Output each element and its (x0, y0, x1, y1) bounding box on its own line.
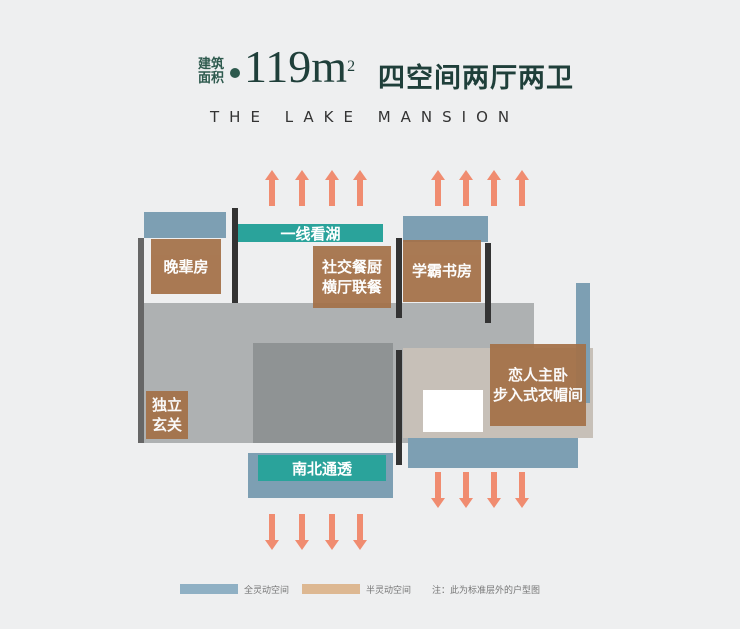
subtitle: THE LAKE MANSION (210, 108, 520, 126)
room-foyer: 独立玄关 (146, 391, 188, 439)
label-line: 步入式衣帽间 (492, 386, 583, 404)
arrow-down-icon (353, 514, 367, 550)
dot-icon (230, 68, 240, 78)
room-master-bedroom: 恋人主卧步入式衣帽间 (490, 344, 586, 426)
arrow-up-icon (295, 170, 309, 206)
arrow-down-icon (265, 514, 279, 550)
legend-half: 半灵动空间 (366, 586, 412, 596)
arrow-down-icon (295, 514, 309, 550)
arrow-up-icon (515, 170, 529, 206)
area-value: 119m2 (244, 42, 355, 92)
label-line: 横厅联餐 (321, 278, 382, 296)
balcony-bedroom (408, 438, 578, 468)
living-area (253, 343, 393, 443)
area-label: 建筑面积 (198, 57, 225, 86)
floor-plan: 晚辈房 一线看湖 社交餐厨横厅联餐 学霸书房 独立玄关 南北通透 恋人主卧步入式… (138, 208, 600, 498)
wall (396, 350, 402, 465)
balcony-study (403, 216, 488, 242)
legend-full: 全灵动空间 (244, 586, 290, 596)
room-junior-bedroom: 晚辈房 (151, 239, 221, 294)
arrow-up-icon (431, 170, 445, 206)
area-sup: 2 (347, 58, 356, 75)
area-unit: m (311, 41, 348, 92)
arrow-down-icon (515, 472, 529, 508)
arrow-up-icon (325, 170, 339, 206)
legend-swatch-full (180, 584, 238, 594)
room-kitchen-dining: 社交餐厨横厅联餐 (313, 246, 391, 308)
arrow-up-icon (265, 170, 279, 206)
arrow-down-icon (459, 472, 473, 508)
wall (232, 208, 238, 303)
arrow-down-icon (325, 514, 339, 550)
label-north-south: 南北通透 (258, 455, 386, 481)
label-foyer: 独立玄关 (151, 396, 182, 434)
arrow-up-icon (459, 170, 473, 206)
arrow-up-icon (353, 170, 367, 206)
area-number: 119 (244, 41, 312, 92)
arrow-down-icon (487, 472, 501, 508)
wall (485, 243, 491, 323)
label-lake-view: 一线看湖 (238, 224, 383, 243)
wall (396, 238, 402, 318)
legend-note: 注：此为标准层外的户型图 (432, 586, 541, 596)
bed (423, 390, 483, 432)
layout-title: 四空间两厅两卫 (378, 63, 574, 94)
legend-swatch-half (302, 584, 360, 594)
arrow-down-icon (431, 472, 445, 508)
room-study: 学霸书房 (403, 240, 481, 302)
arrow-up-icon (487, 170, 501, 206)
label-line: 社交餐厨 (321, 258, 382, 276)
wall (138, 238, 144, 443)
label-line: 恋人主卧 (507, 366, 568, 384)
balcony-left (144, 212, 226, 238)
